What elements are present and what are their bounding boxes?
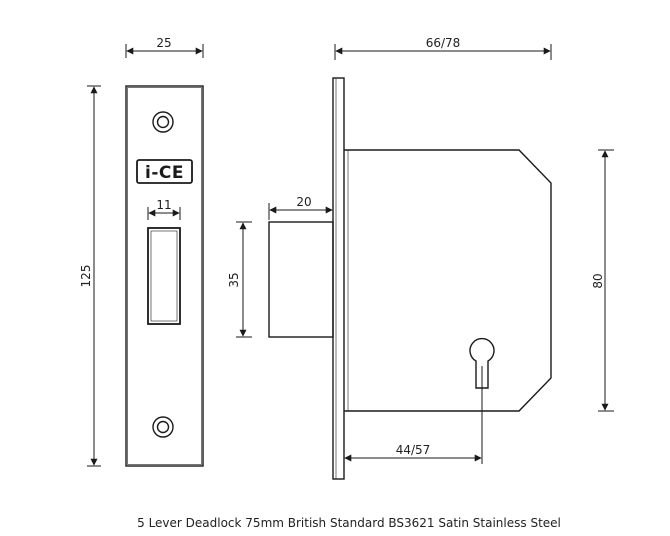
logo-box [136,159,193,184]
label-slot-width: 11 [156,198,171,212]
keyhole-icon [469,337,495,392]
side-bolt [268,221,334,338]
label-case-height: 80 [591,273,605,288]
faceplate-inner-edge [127,87,202,465]
lock-case [344,149,552,412]
side-forend [332,77,345,480]
label-overall-depth: 66/78 [426,36,461,50]
label-overall-height: 125 [79,265,93,288]
label-bolt-height: 35 [227,272,241,287]
product-caption-text: 5 Lever Deadlock 75mm British Standard B… [137,516,561,530]
brand-logo: i-CE [145,163,184,183]
label-bolt-throw: 20 [296,195,311,209]
product-caption: 5 Lever Deadlock 75mm British Standard B… [0,516,670,530]
faceplate [125,85,204,467]
bolt-slot [147,227,181,325]
label-backset: 44/57 [396,443,431,457]
top-screw-icon [152,111,174,133]
bottom-screw-icon [152,416,174,438]
label-faceplate-width: 25 [156,36,171,50]
